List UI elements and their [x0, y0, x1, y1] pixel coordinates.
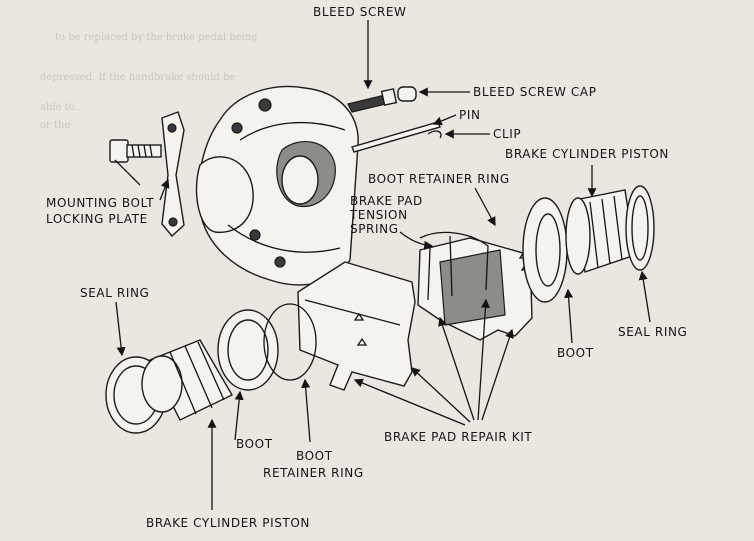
caliper-housing: [195, 85, 359, 286]
label-mounting-bolt-line-2: LOCKING PLATE: [46, 212, 148, 226]
brake-pad-left: [297, 261, 416, 391]
label-bleed-screw-cap: BLEED SCREW CAP: [473, 85, 597, 99]
label-clip: CLIP: [493, 127, 521, 141]
label-brake-pad-repair-kit: BRAKE PAD REPAIR KIT: [384, 430, 532, 444]
clip: [427, 130, 442, 139]
boot-left: [217, 309, 279, 391]
label-seal-ring-right: SEAL RING: [618, 325, 687, 339]
brake-cylinder-piston-right: [565, 189, 636, 275]
label-bleed-screw: BLEED SCREW: [313, 5, 407, 19]
locking-plate: [161, 111, 185, 238]
label-boot-retainer-ring-bottom-line-2: RETAINER RING: [263, 466, 364, 480]
bleed-through-text: to be replaced by the brake pedal being: [55, 32, 258, 43]
label-pin: PIN: [459, 108, 481, 122]
label-boot-retainer-ring-bottom-line-1: BOOT: [296, 449, 333, 463]
tension-spring: [419, 231, 489, 301]
pin: [351, 121, 441, 153]
label-brake-cylinder-piston-bottom: BRAKE CYLINDER PISTON: [146, 516, 310, 530]
label-brake-pad-tension-spring-line-1: BRAKE PAD: [350, 194, 423, 208]
label-mounting-bolt-line-1: MOUNTING BOLT: [46, 196, 154, 210]
bleed-screw: [347, 88, 398, 113]
boot-right: [522, 197, 568, 303]
bleed-through-text: depressed. If the handbrake should be: [40, 72, 236, 83]
label-boot-retainer-ring-top: BOOT RETAINER RING: [368, 172, 510, 186]
label-brake-cylinder-piston-right: BRAKE CYLINDER PISTON: [505, 147, 669, 161]
label-boot-right: BOOT: [557, 346, 594, 360]
bleed-through-text: or the: [40, 120, 70, 131]
bleed-through-text: able to...: [40, 102, 84, 113]
label-boot-left: BOOT: [236, 437, 273, 451]
bleed-screw-cap: [397, 86, 417, 102]
label-seal-ring-left: SEAL RING: [80, 286, 149, 300]
brake-cylinder-piston-left: [141, 339, 233, 421]
label-brake-pad-tension-spring-line-2: TENSION: [349, 208, 408, 222]
brake-pad-right: [417, 237, 533, 341]
boot-retainer-ring-left: [263, 303, 317, 381]
mounting-bolt: [109, 139, 162, 163]
label-brake-pad-tension-spring-line-3: SPRING: [350, 222, 399, 236]
seal-ring-right: [625, 185, 655, 271]
leader-lines: [114, 20, 651, 510]
